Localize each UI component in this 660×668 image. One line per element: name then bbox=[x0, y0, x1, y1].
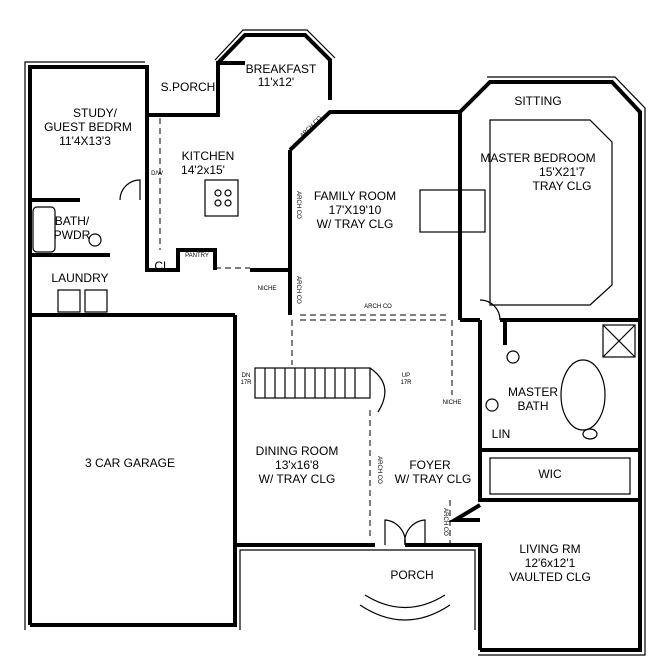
foyer-label: FOYER bbox=[409, 458, 451, 472]
s-porch-label: S.PORCH bbox=[161, 80, 216, 94]
pantry-label: PANTRY bbox=[185, 253, 209, 259]
master-tub bbox=[560, 359, 606, 431]
master-bedroom-size: 15'X21'7 bbox=[539, 165, 585, 179]
arch-co-label: ARCH CO bbox=[376, 456, 382, 484]
arch-co-label: ARCH CO bbox=[295, 276, 301, 304]
bathtub bbox=[32, 206, 56, 253]
stairs-down-2: 17R bbox=[240, 380, 252, 386]
family-room-size: 17'X19'10 bbox=[329, 203, 382, 217]
dining-room-note: W/ TRAY CLG bbox=[259, 472, 336, 486]
cased-openings bbox=[159, 111, 453, 545]
staircase bbox=[254, 367, 386, 413]
living-room-size: 12'6x12'1 bbox=[525, 556, 576, 570]
porch-steps bbox=[364, 594, 446, 609]
living-room-note: VAULTED CLG bbox=[509, 570, 591, 584]
arch-co-label: ARCH CO bbox=[364, 304, 392, 310]
porch-label: PORCH bbox=[390, 568, 433, 582]
interior-walls bbox=[30, 115, 640, 545]
closet-label: CL bbox=[154, 259, 170, 273]
study-size: 11'4X13'3 bbox=[59, 134, 111, 148]
laundry-label: LAUNDRY bbox=[51, 271, 108, 285]
study-label-2: GUEST BEDRM bbox=[44, 120, 132, 134]
dishwasher-label: D/W bbox=[151, 171, 163, 177]
family-room-label: FAMILY ROOM bbox=[314, 189, 396, 203]
master-bedroom-note: TRAY CLG bbox=[533, 179, 592, 193]
breakfast-label: BREAKFAST bbox=[246, 62, 317, 76]
dining-room-label: DINING ROOM bbox=[256, 444, 339, 458]
garage-label: 3 CAR GARAGE bbox=[85, 456, 175, 470]
sitting-label: SITTING bbox=[514, 94, 561, 108]
master-bath-label-2: BATH bbox=[517, 399, 548, 413]
wic-label: WIC bbox=[538, 467, 562, 481]
bath-label-1: BATH/ bbox=[55, 214, 90, 228]
stairs-down-1: DN bbox=[242, 373, 251, 379]
kitchen-size: 14'2x15' bbox=[181, 163, 225, 177]
stairs-up-2: 17R bbox=[400, 380, 412, 386]
cooktop-island bbox=[204, 179, 239, 217]
study-label-1: STUDY/ bbox=[73, 106, 118, 120]
breakfast-size: 11'x12' bbox=[258, 75, 294, 89]
family-room-note: W/ TRAY CLG bbox=[317, 217, 394, 231]
bath-label-2: PWDR bbox=[54, 228, 91, 242]
niche-label-kitchen: NICHE bbox=[258, 286, 277, 292]
stairs-up-1: UP bbox=[402, 373, 410, 379]
fireplace bbox=[419, 189, 486, 233]
dining-room-size: 13'x16'8 bbox=[275, 458, 319, 472]
fixtures bbox=[32, 119, 636, 495]
doors bbox=[119, 179, 501, 546]
master-bath-label-1: MASTER bbox=[508, 385, 558, 399]
arch-co-label: ARCH CO bbox=[442, 508, 448, 536]
arch-co-label: ARCH CO bbox=[299, 115, 323, 139]
kitchen-label: KITCHEN bbox=[182, 149, 235, 163]
arch-co-label: ARCH CO bbox=[295, 191, 301, 219]
tray-ceiling bbox=[489, 119, 613, 306]
master-bedroom-label: MASTER BEDROOM bbox=[480, 151, 595, 165]
living-room-label: LIVING RM bbox=[519, 542, 580, 556]
niche-label-foyer: NICHE bbox=[443, 400, 462, 406]
foyer-note: W/ TRAY CLG bbox=[395, 472, 472, 486]
linen-label: LIN bbox=[492, 427, 511, 441]
